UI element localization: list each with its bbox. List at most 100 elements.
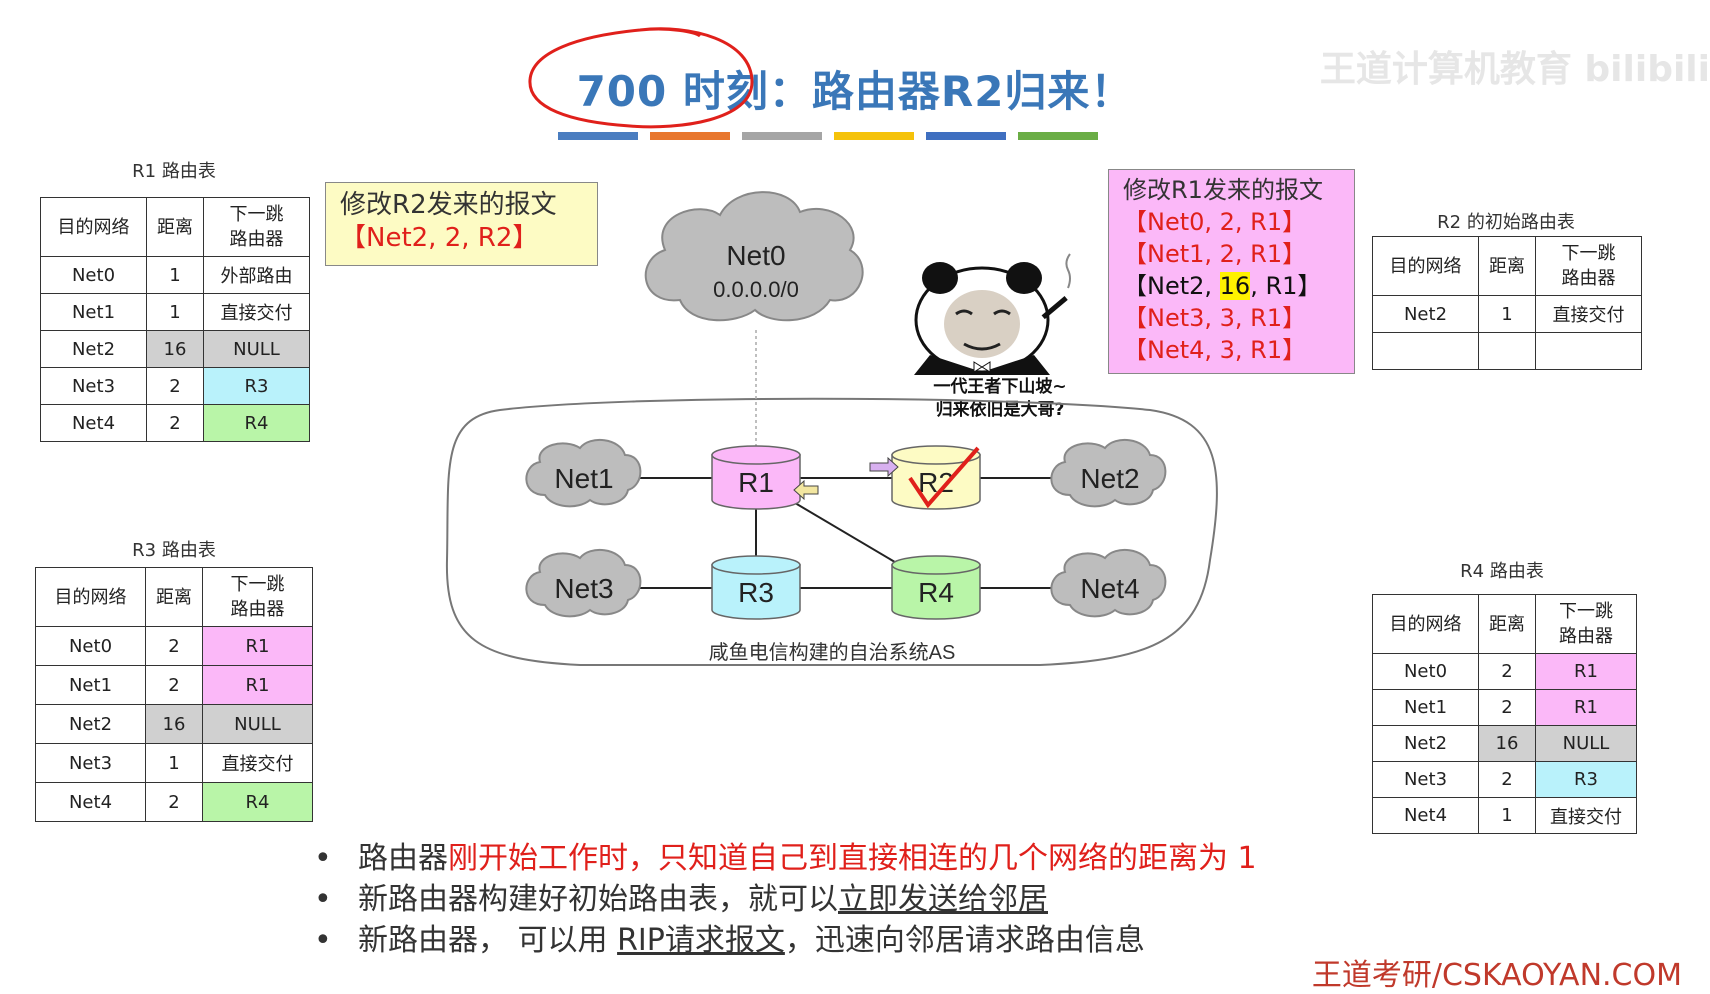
table-cell: 直接交付 — [1535, 797, 1637, 834]
table-cell: NULL — [1535, 725, 1637, 762]
table-cell: R1 — [1535, 689, 1637, 726]
table-cell: 1 — [1478, 797, 1536, 834]
cloud-net4 — [1050, 548, 1167, 618]
bullet-2-prefix: 新路由器构建好初始路由表，就可以 — [358, 882, 838, 917]
table-cell: Net3 — [40, 367, 147, 405]
cloud-net2 — [1050, 438, 1167, 508]
table-cell: R1 — [202, 665, 313, 705]
panda-meme-image — [914, 253, 1071, 375]
table-cell: 直接交付 — [203, 293, 310, 331]
meme-caption: 一代王者下山坡~ 归来依旧是大哥? — [910, 376, 1090, 422]
bullet-2: 新路由器构建好初始路由表，就可以立即发送给邻居 — [310, 879, 1257, 920]
table-cell: NULL — [203, 330, 310, 368]
net2-highlight: 16 — [1219, 272, 1251, 300]
meme-caption-line-2: 归来依旧是大哥? — [935, 400, 1065, 420]
table-header-cell: 下一跳 路由器 — [1535, 594, 1637, 654]
net2-prefix: 【Net2, — [1123, 272, 1220, 300]
table-cell: 2 — [145, 782, 203, 822]
footer-brand: 王道考研/CSKAOYAN.COM — [1311, 958, 1682, 993]
table-cell: R3 — [1535, 761, 1637, 798]
table-cell: R1 — [202, 626, 313, 666]
bullet-list: 路由器刚开始工作时，只知道自己到直接相连的几个网络的距离为 1 新路由器构建好初… — [310, 838, 1257, 961]
table-cell — [1535, 332, 1642, 370]
table-header-cell: 目的网络 — [40, 197, 147, 257]
table-cell: 1 — [146, 293, 204, 331]
bullet-1: 路由器刚开始工作时，只知道自己到直接相连的几个网络的距离为 1 — [310, 838, 1257, 879]
r2-table-caption: R2 的初始路由表 — [1437, 212, 1575, 233]
table-cell — [1372, 332, 1479, 370]
bullet-2-underline: 立即发送给邻居 — [838, 882, 1048, 917]
color-bar-segment — [742, 132, 822, 140]
note-r1-line-net2: 【Net2, 16, R1】 — [1123, 270, 1354, 302]
red-circle-annotation — [528, 27, 754, 129]
note-r1-line-net4: 【Net4, 3, R1】 — [1123, 336, 1307, 364]
table-row — [1372, 332, 1642, 370]
cloud-net3 — [525, 548, 642, 618]
bullet-3-prefix: 新路由器， 可以用 — [358, 923, 618, 958]
table-cell: 2 — [1478, 761, 1536, 798]
table-cell: Net1 — [1372, 689, 1479, 726]
table-header-cell: 下一跳 路由器 — [1535, 236, 1642, 296]
router-r3 — [711, 555, 801, 620]
note-r2-header: 修改R2发来的报文 — [340, 190, 557, 220]
r4-label: R4 — [918, 577, 954, 608]
table-header-cell: 下一跳 路由器 — [202, 567, 313, 627]
r2-message-note: 修改R2发来的报文 【Net2, 2, R2】 — [325, 182, 598, 266]
table-cell: Net4 — [35, 782, 146, 822]
table-cell: Net0 — [35, 626, 146, 666]
r1-message-note: 修改R1发来的报文 【Net0, 2, R1】 【Net1, 2, R1】 【N… — [1108, 169, 1355, 374]
cloud-net1 — [525, 438, 642, 508]
color-bar-segment — [558, 132, 638, 140]
net2-suffix: , R1】 — [1250, 272, 1322, 300]
table-cell: NULL — [202, 704, 313, 744]
table-cell: 直接交付 — [1535, 295, 1642, 333]
table-cell: Net4 — [1372, 797, 1479, 834]
table-cell: 2 — [146, 404, 204, 442]
net1-label: Net1 — [554, 463, 613, 494]
router-r1 — [711, 445, 801, 510]
table-cell: R3 — [203, 367, 310, 405]
r4-table-caption: R4 路由表 — [1460, 561, 1544, 582]
note-r1-line-net3: 【Net3, 3, R1】 — [1123, 304, 1307, 332]
table-cell: Net0 — [1372, 653, 1479, 690]
table-cell: 1 — [1478, 295, 1536, 333]
title-text: 路由器R2归来！ — [811, 67, 1134, 116]
net2-label: Net2 — [1080, 463, 1139, 494]
net3-label: Net3 — [554, 573, 613, 604]
table-cell: 1 — [145, 743, 203, 783]
table-cell: R4 — [203, 404, 310, 442]
table-cell — [1478, 332, 1536, 370]
table-cell: Net4 — [40, 404, 147, 442]
table-cell: 16 — [146, 330, 204, 368]
r3-label: R3 — [738, 577, 774, 608]
color-bar-segment — [834, 132, 914, 140]
note-r1-header: 修改R1发来的报文 — [1123, 176, 1323, 204]
table-cell: 16 — [145, 704, 203, 744]
table-header-cell: 距离 — [146, 197, 204, 257]
table-cell: 直接交付 — [202, 743, 313, 783]
color-bar-segment — [1018, 132, 1098, 140]
color-bar-segment — [650, 132, 730, 140]
table-cell: 1 — [146, 256, 204, 294]
link-r1-r4 — [789, 499, 906, 569]
as-boundary — [445, 397, 1218, 666]
note-r1-line-net1: 【Net1, 2, R1】 — [1123, 240, 1307, 268]
meme-caption-line-1: 一代王者下山坡~ — [933, 377, 1067, 397]
checkmark-icon — [908, 446, 980, 509]
cloud-net0 — [644, 191, 864, 322]
note-r2-line: 【Net2, 2, R2】 — [340, 223, 539, 253]
